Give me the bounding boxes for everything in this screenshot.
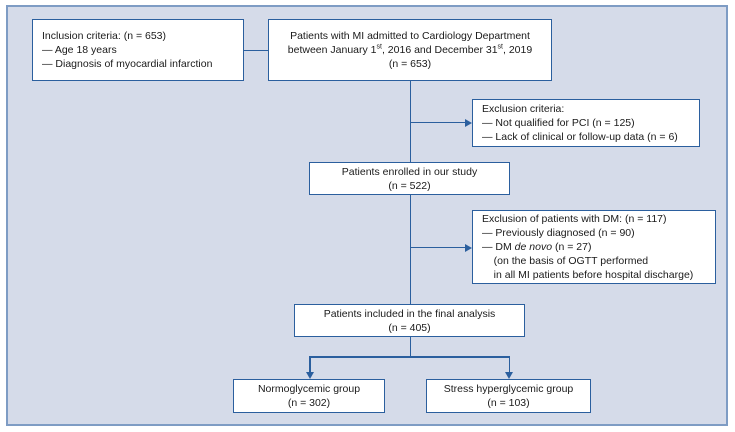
connector-final-fork	[309, 356, 510, 358]
connector-fork-left	[309, 356, 311, 373]
final-analysis-line-1: Patients included in the final analysis	[323, 307, 496, 320]
normoglycemic-line-2: (n = 302)	[287, 397, 331, 409]
admitted-patients-line-2: between January 1st, 2016 and December 3…	[288, 43, 532, 57]
connector-branch-exclusion-1	[409, 121, 466, 123]
final-analysis-line-2: (n = 405)	[388, 321, 431, 334]
admitted-patients-line-1: Patients with MI admitted to Cardiology …	[290, 30, 530, 42]
exclusion-1-line-1: Exclusion criteria:	[482, 103, 565, 115]
connector-branch-exclusion-dm	[409, 246, 466, 248]
exclusion-dm-line-4: (on the basis of OGTT performed	[482, 255, 649, 267]
connector-admitted-stem	[409, 81, 411, 167]
admitted-line2-post: , 2019	[503, 44, 533, 56]
exclusion-1-line-3: — Lack of clinical or follow-up data (n …	[482, 131, 678, 143]
admitted-line2-mid: , 2016 and December 31	[381, 44, 498, 56]
connector-inclusion-to-admitted	[244, 49, 268, 51]
node-enrolled-patients: Patients enrolled in our study (n = 522)	[309, 162, 510, 195]
enrolled-line-1: Patients enrolled in our study	[341, 165, 478, 178]
arrow-stress-hyperglycemic	[505, 372, 513, 379]
admitted-patients-line-3: (n = 653)	[388, 58, 432, 70]
node-admitted-patients: Patients with MI admitted to Cardiology …	[268, 19, 552, 81]
inclusion-criteria-line-3: — Diagnosis of myocardial infarction	[42, 58, 213, 70]
normoglycemic-line-1: Normoglycemic group	[257, 383, 361, 395]
admitted-line2-sup2: st	[497, 43, 503, 51]
connector-final-stem	[409, 337, 411, 357]
exclusion-dm-line3-italic: de novo	[514, 241, 553, 253]
connector-fork-right	[508, 356, 510, 373]
inclusion-criteria-line-1: Inclusion criteria: (n = 653)	[42, 30, 167, 42]
node-inclusion-criteria: Inclusion criteria: (n = 653) — Age 18 y…	[32, 19, 244, 81]
admitted-line2-pre: between January 1	[287, 44, 377, 56]
node-exclusion-criteria-1: Exclusion criteria: — Not qualified for …	[472, 99, 700, 147]
connector-enrolled-stem	[409, 195, 411, 305]
flowchart-panel: Inclusion criteria: (n = 653) — Age 18 y…	[6, 5, 728, 426]
exclusion-1-line-2: — Not qualified for PCI (n = 125)	[482, 117, 635, 129]
node-stress-hyperglycemic-group: Stress hyperglycemic group (n = 103)	[426, 379, 591, 413]
arrow-exclusion-dm	[465, 243, 472, 252]
exclusion-dm-line-3: — DM de novo (n = 27)	[482, 240, 715, 254]
exclusion-dm-line3-pre: — DM	[482, 241, 515, 253]
enrolled-line-2: (n = 522)	[388, 179, 431, 192]
stress-hyperglycemic-line-2: (n = 103)	[487, 397, 530, 409]
node-final-analysis: Patients included in the final analysis …	[294, 304, 525, 337]
arrow-normoglycemic	[305, 372, 314, 379]
node-normoglycemic-group: Normoglycemic group (n = 302)	[233, 379, 385, 413]
exclusion-dm-line3-post: (n = 27)	[552, 241, 592, 253]
admitted-line2-sup1: st	[376, 43, 382, 51]
arrow-exclusion-1	[465, 118, 472, 127]
exclusion-dm-line-2: — Previously diagnosed (n = 90)	[482, 227, 635, 239]
exclusion-dm-line-1: Exclusion of patients with DM: (n = 117)	[482, 213, 667, 225]
stress-hyperglycemic-line-1: Stress hyperglycemic group	[443, 383, 574, 395]
node-exclusion-dm: Exclusion of patients with DM: (n = 117)…	[472, 210, 716, 284]
exclusion-dm-line-5: in all MI patients before hospital disch…	[482, 269, 694, 281]
inclusion-criteria-line-2: — Age 18 years	[42, 44, 117, 56]
